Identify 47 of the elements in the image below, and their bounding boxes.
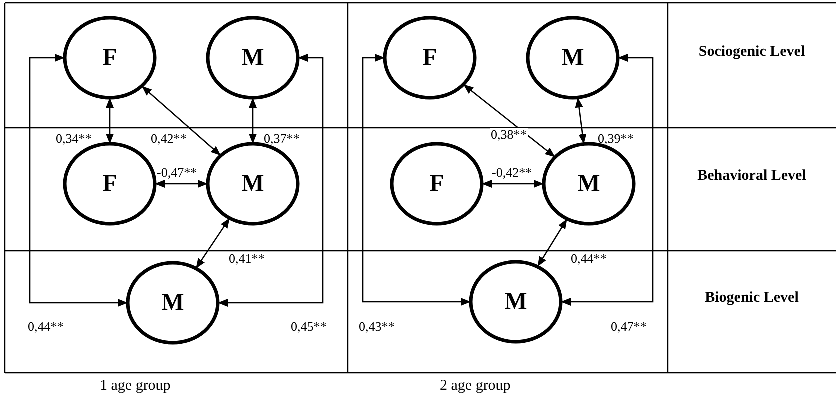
arrow — [482, 180, 544, 188]
edge-label: 0,45** — [290, 320, 328, 334]
edge-label: 0,34** — [55, 132, 93, 146]
edge-label: 0,47** — [610, 320, 648, 334]
arrow — [537, 218, 568, 268]
node-label: F — [430, 170, 444, 198]
arrow — [218, 54, 324, 307]
arrow — [142, 86, 222, 156]
node-label: F — [422, 44, 438, 72]
edge-label: 0,39** — [597, 132, 635, 146]
arrow — [249, 98, 257, 144]
node-label: M — [162, 290, 184, 316]
caption: 1 age group — [100, 378, 171, 395]
variable-ellipse — [390, 142, 484, 226]
arrow — [362, 54, 471, 306]
variable-ellipse — [526, 16, 620, 100]
arrow — [196, 218, 230, 270]
node-label: F — [102, 44, 118, 72]
level-label: Sociogenic Level — [698, 43, 806, 62]
node-label: M — [578, 170, 600, 198]
arrow — [463, 84, 556, 158]
edge-label: 0,42** — [150, 132, 188, 146]
node-label: M — [242, 44, 264, 72]
variable-ellipse — [469, 260, 563, 344]
caption: 2 age group — [440, 378, 511, 395]
variable-ellipse — [126, 261, 220, 345]
variable-ellipse — [206, 16, 300, 100]
variable-ellipse — [383, 16, 477, 100]
arrow — [29, 54, 128, 307]
edge-label: -0,42** — [491, 166, 534, 180]
arrow — [575, 98, 587, 144]
node-label: M — [562, 44, 584, 72]
edge-label: 0,37** — [263, 132, 301, 146]
variable-ellipse — [63, 16, 157, 100]
edge-label: 0,38** — [490, 128, 528, 142]
arrow — [106, 98, 114, 144]
edge-label: 0,44** — [27, 320, 65, 334]
node-label: M — [242, 170, 264, 198]
arrow — [155, 180, 208, 188]
edge-label: 0,43** — [358, 320, 396, 334]
level-label: Behavioral Level — [696, 167, 808, 186]
level-label: Biogenic Level — [704, 289, 800, 308]
edge-label: -0,47** — [156, 166, 198, 180]
node-label: F — [102, 170, 118, 198]
node-label: M — [504, 288, 528, 316]
edge-label: 0,41** — [228, 252, 266, 266]
edge-label: 0,44** — [570, 252, 608, 266]
